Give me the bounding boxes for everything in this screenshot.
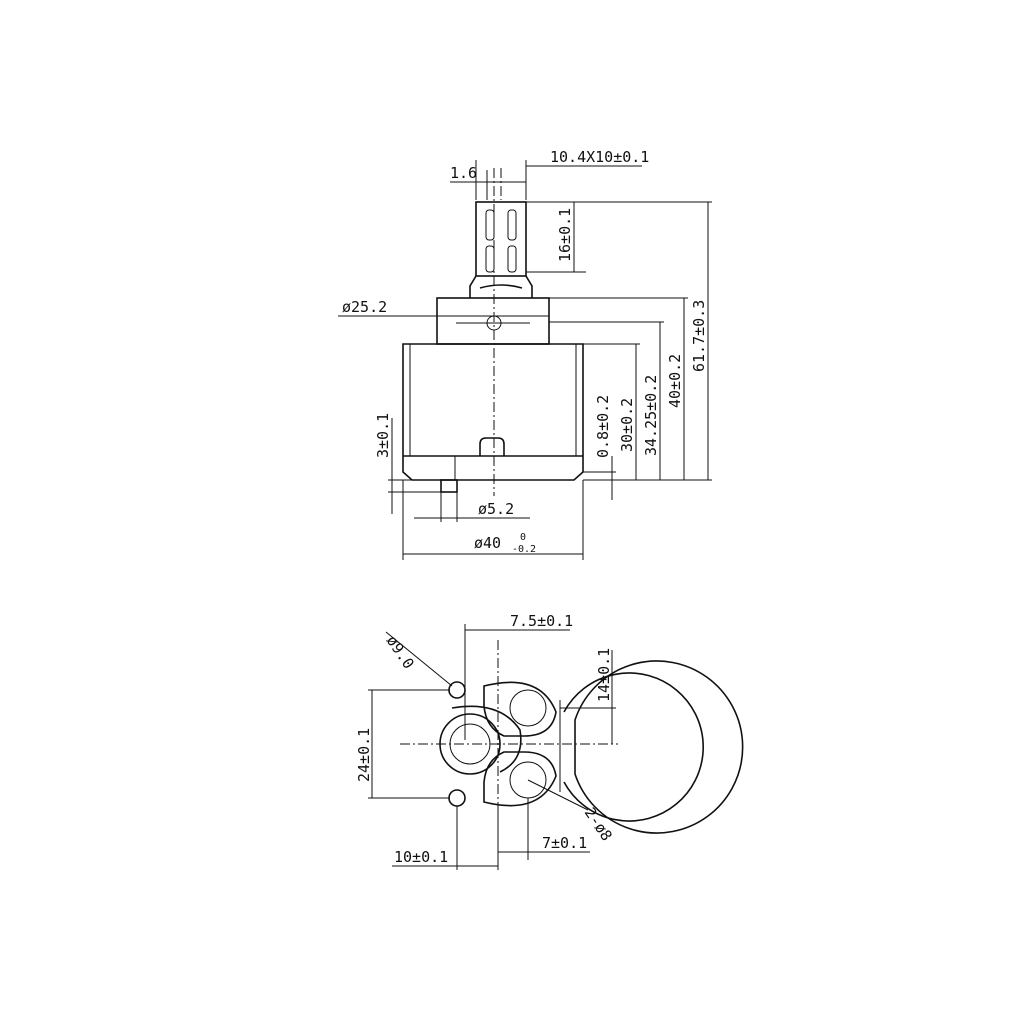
lower-port	[483, 751, 557, 807]
locating-pin	[440, 479, 458, 493]
mounting-hole	[448, 789, 466, 807]
dim-offset-75: 7.5±0.1	[510, 612, 573, 630]
dim-collar-diameter: ø25.2	[342, 298, 387, 316]
body	[402, 343, 584, 481]
stem	[475, 201, 527, 277]
stem-slot	[485, 209, 495, 241]
dim-stem-thickness: 1.6	[450, 164, 477, 182]
dim-pin-diameter: ø5.2	[478, 500, 514, 518]
stem-slot	[507, 209, 517, 241]
dim-total-height: 61.7±0.3	[690, 300, 708, 372]
dim-pin-height: 3±0.1	[374, 413, 392, 458]
upper-port-hole	[509, 689, 547, 727]
body-notch	[479, 437, 505, 456]
dim-offset-10: 10±0.1	[394, 848, 448, 866]
dim-gap: 0.8±0.2	[594, 395, 612, 458]
stem-slot	[485, 245, 495, 273]
left-port-outline	[451, 705, 522, 773]
stem-neck	[469, 275, 533, 298]
dim-body-diameter: ø40	[474, 534, 501, 552]
dim-body-tolerance-upper: 0	[520, 532, 526, 543]
mounting-hole	[448, 681, 466, 699]
stem-slot	[507, 245, 517, 273]
leader-line	[385, 631, 453, 687]
dim-height-24: 24±0.1	[355, 728, 373, 782]
dim-height-34: 34.25±0.2	[642, 375, 660, 456]
dim-height-14: 14±0.1	[595, 648, 613, 702]
dim-spline-height: 16±0.1	[556, 208, 574, 262]
dim-height-30: 30±0.2	[618, 398, 636, 452]
dim-body-height: 40±0.2	[666, 354, 684, 408]
dim-body-tolerance-lower: -0.2	[512, 544, 536, 555]
inner-ring	[563, 672, 704, 822]
dim-stem-size: 10.4X10±0.1	[550, 148, 649, 166]
collar	[436, 297, 550, 345]
upper-port	[483, 681, 557, 737]
dim-offset-7: 7±0.1	[542, 834, 587, 852]
bottom-view: 7.5±0.1 ø9.0 14±0.1 24±0.1 2-ø8 7±0.1 10…	[355, 612, 744, 870]
outer-ring	[574, 660, 744, 834]
side-view: 1.6 10.4X10±0.1 16±0.1 ø25.2 61.7±0.3 40…	[338, 148, 712, 560]
dim-hole-9: ø9.0	[383, 632, 418, 672]
stem-neck-curve	[479, 284, 523, 289]
leader-line	[527, 779, 589, 811]
